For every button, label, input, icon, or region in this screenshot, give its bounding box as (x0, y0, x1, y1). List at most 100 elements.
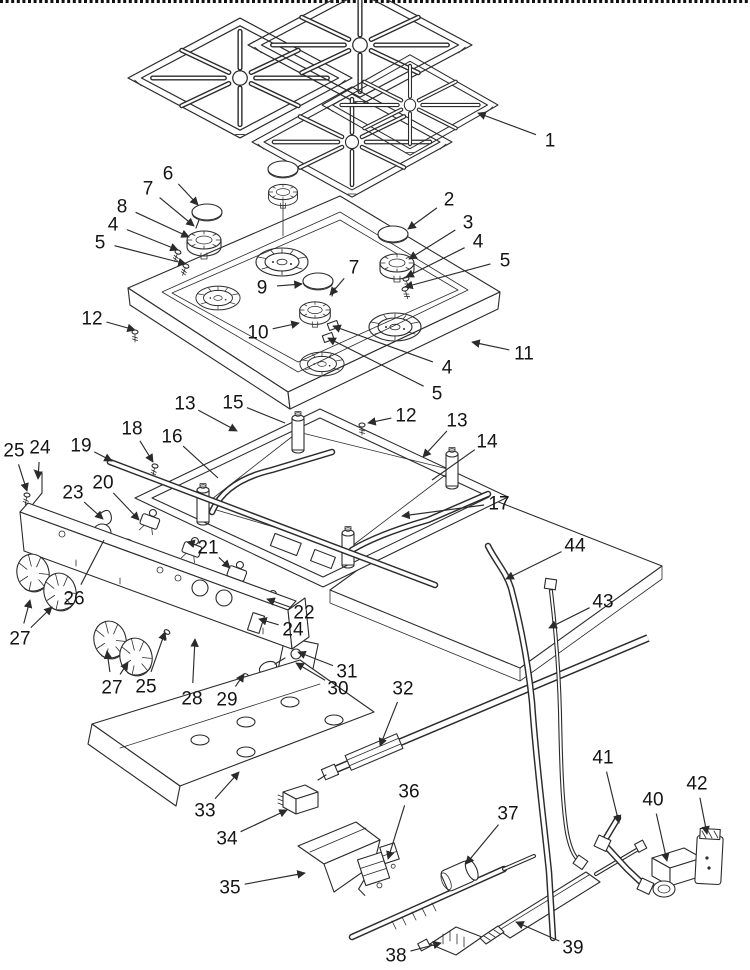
callout-2: 2 (407, 190, 455, 230)
switch-36-hole-b (390, 863, 396, 869)
shelf-thickness-edge (329, 565, 663, 682)
callout-label: 34 (216, 829, 238, 850)
maintop-group (127, 160, 501, 410)
leader-line (197, 409, 238, 432)
switch-36-hole-a (376, 882, 383, 889)
callout-label: 31 (336, 662, 357, 683)
burner-cap-2 (377, 225, 409, 244)
callout-18: 18 (121, 419, 154, 463)
callout-17: 17 (401, 494, 510, 520)
callout-label: 26 (63, 589, 84, 610)
burner-grates-group (128, 0, 498, 197)
leader-line (218, 556, 231, 569)
callout-label: 17 (488, 494, 509, 515)
leader-line (404, 263, 491, 290)
callout-8: 8 (117, 197, 190, 238)
callout-27: 27 (9, 599, 53, 650)
panel-end-cap (287, 597, 310, 650)
leader-line (477, 111, 537, 136)
callout-label: 9 (257, 278, 268, 299)
callout-label: 43 (592, 592, 613, 613)
panel-hole-b (215, 589, 233, 607)
callout-label: 23 (62, 483, 83, 504)
leader-line (367, 417, 392, 426)
leader-line (408, 229, 456, 260)
leader-line (244, 870, 306, 885)
leader-line (126, 229, 179, 252)
callout-label: 32 (392, 679, 413, 700)
callout-label: 1 (545, 131, 556, 152)
callout-label: 5 (95, 233, 106, 254)
callout-37: 37 (465, 804, 519, 865)
callout-27: 27 (101, 650, 129, 699)
shield-hole-5 (236, 746, 256, 758)
leader-line (186, 539, 196, 548)
leader-line (150, 631, 167, 673)
callout-11: 11 (471, 339, 534, 365)
callout-label: 11 (514, 344, 534, 365)
leader-line (114, 245, 187, 267)
callout-25: 25 (3, 441, 29, 492)
maintop-recess-outer (161, 211, 469, 373)
maintop-recess-inner (171, 219, 459, 363)
connector-38-group (417, 926, 483, 956)
callout-label: 5 (500, 251, 511, 272)
shield-hole-1 (190, 734, 210, 746)
panel-hole-c (156, 566, 164, 574)
callout-12: 12 (367, 406, 417, 427)
leader-line (139, 440, 154, 463)
callout-label: 44 (564, 536, 586, 557)
callout-6: 6 (163, 164, 199, 206)
callout-4: 4 (405, 232, 484, 278)
callout-39: 39 (515, 921, 584, 959)
callout-1: 1 (477, 111, 556, 152)
callout-label: 18 (121, 419, 142, 440)
leader-line (23, 599, 33, 624)
leader-line (515, 921, 560, 942)
callout-label: 4 (108, 215, 119, 236)
callout-label: 12 (81, 309, 102, 330)
callout-label: 24 (282, 620, 304, 641)
callout-14: 14 (431, 432, 498, 481)
leader-line (295, 662, 326, 681)
callout-label: 7 (349, 258, 360, 279)
callout-5: 5 (95, 233, 187, 267)
screw-12-left (131, 329, 139, 343)
callout-3: 3 (408, 213, 474, 260)
callout-24: 24 (258, 617, 304, 641)
callout-7: 7 (143, 179, 195, 227)
igniter-39-tip-hatch (483, 929, 501, 941)
mounting-bracket-42 (694, 827, 724, 886)
callout-label: 37 (497, 804, 518, 825)
clip-23 (100, 509, 112, 526)
leader-line (699, 797, 710, 835)
callout-label: 40 (642, 790, 663, 811)
callout-label: 2 (444, 190, 455, 211)
callout-label: 29 (216, 690, 237, 711)
leader-line (548, 607, 590, 629)
shield-hole-2 (236, 716, 256, 728)
callout-43: 43 (548, 592, 614, 629)
callout-21: 21 (186, 538, 231, 569)
leader-line (106, 321, 136, 333)
callout-label: 15 (222, 393, 243, 414)
bracket-42-hole-a (705, 856, 709, 860)
callout-label: 3 (463, 213, 474, 234)
callout-label: 12 (395, 406, 416, 427)
switch-36-tab (357, 879, 366, 896)
leader-line (605, 771, 622, 824)
callout-35: 35 (219, 870, 306, 899)
orifice-tip (317, 774, 327, 781)
callout-label: 41 (592, 748, 613, 769)
callout-label: 33 (194, 801, 215, 822)
leader-line (401, 504, 485, 520)
bracket-42-plate (694, 834, 724, 886)
heat-shield-group (87, 659, 375, 807)
bracket-42-hole-b (707, 866, 711, 870)
oven-igniter-39-group (479, 839, 648, 945)
callout-label: 36 (398, 782, 419, 803)
callout-10: 10 (247, 320, 300, 344)
